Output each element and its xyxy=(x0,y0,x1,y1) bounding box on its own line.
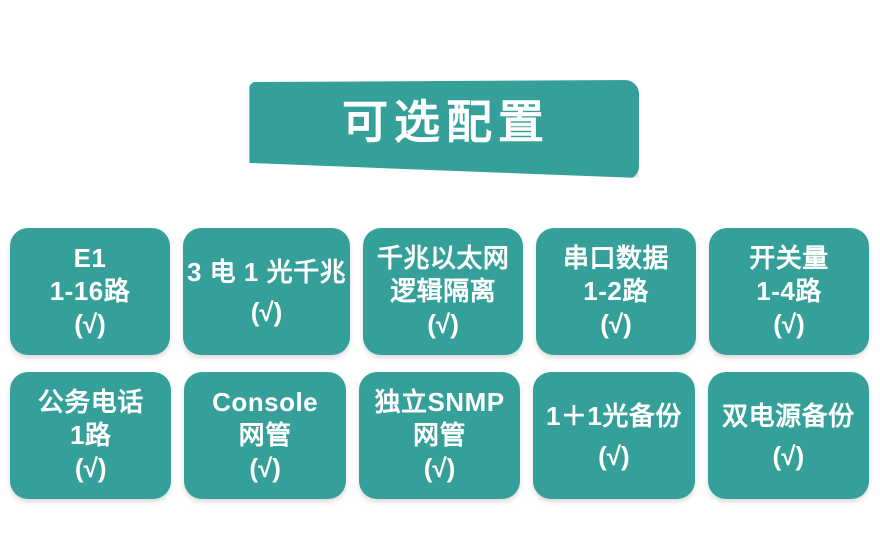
feature-card-label: 千兆以太网 xyxy=(376,243,510,273)
feature-card[interactable]: 双电源备份 (√) xyxy=(707,372,870,499)
feature-card-label: 1-16路 xyxy=(49,276,131,306)
feature-card-label: 独立SNMP xyxy=(374,387,505,417)
page-title: 可选配置 xyxy=(342,96,550,148)
feature-card-label: 网管 xyxy=(413,420,467,450)
feature-check-mark: (√) xyxy=(249,453,281,483)
feature-card-label: 双电源备份 xyxy=(722,400,855,431)
feature-card-label: 3 电 1 光千兆 xyxy=(186,256,347,287)
feature-check-mark: (√) xyxy=(74,453,107,483)
feature-check-mark: (√) xyxy=(250,296,283,327)
feature-card[interactable]: 3 电 1 光千兆 (√) xyxy=(182,228,351,355)
feature-card[interactable]: 1＋1光备份 (√) xyxy=(533,372,695,499)
feature-card-label: 1路 xyxy=(69,420,112,450)
banner-background-shape xyxy=(249,80,639,178)
feature-check-mark: (√) xyxy=(74,309,106,339)
page-header-banner: 可选配置 xyxy=(247,80,639,180)
feature-card-label: E1 xyxy=(73,243,107,273)
feature-card-label: Console xyxy=(212,387,319,417)
feature-check-mark: (√) xyxy=(423,453,456,483)
feature-card-label: 1＋1光备份 xyxy=(545,400,682,431)
feature-card-label: 1-2路 xyxy=(583,276,649,306)
feature-card-label: 网管 xyxy=(238,420,292,450)
feature-card-label: 开关量 xyxy=(749,243,829,273)
feature-check-mark: (√) xyxy=(600,309,632,339)
feature-card-label: 1-4路 xyxy=(756,276,822,306)
feature-card-label: 公务电话 xyxy=(37,387,144,417)
feature-check-mark: (√) xyxy=(772,440,805,471)
feature-card[interactable]: 千兆以太网逻辑隔离(√) xyxy=(363,228,524,355)
feature-card-label: 逻辑隔离 xyxy=(390,276,497,306)
feature-check-mark: (√) xyxy=(773,309,805,339)
feature-card-label: 串口数据 xyxy=(563,243,670,273)
feature-check-mark: (√) xyxy=(598,440,630,471)
feature-check-mark: (√) xyxy=(427,309,459,339)
